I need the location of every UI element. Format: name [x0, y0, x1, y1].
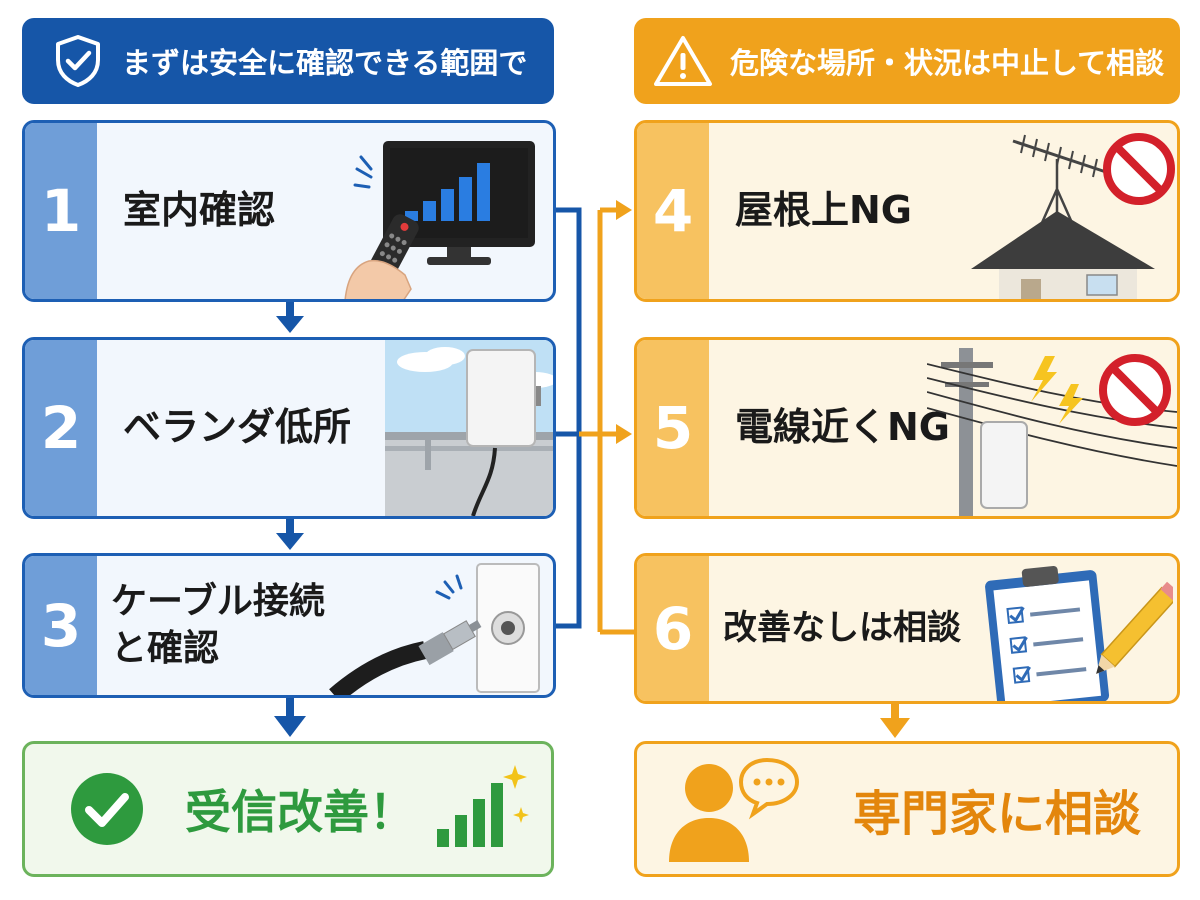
- step-number: 1: [25, 123, 97, 299]
- step-3-card: 3 ケーブル接続 と確認: [22, 553, 556, 698]
- warning-icon: [654, 36, 712, 86]
- step-label-line2: と確認: [111, 627, 220, 669]
- step-label: 電線近くNG: [735, 405, 950, 450]
- signal-bars-icon: [437, 765, 529, 847]
- step-number: 4: [637, 123, 709, 299]
- step-label: 屋根上NG: [735, 188, 912, 233]
- step-number: 3: [25, 556, 97, 695]
- result-text: 専門家に相談: [853, 786, 1142, 842]
- cable-outlet-illustration: [329, 563, 540, 695]
- prohibited-icon: [1099, 354, 1171, 426]
- step-label: 室内確認: [123, 188, 276, 233]
- balcony-antenna-illustration: [385, 340, 553, 516]
- checklist-illustration: [985, 565, 1173, 701]
- prohibited-icon: [1103, 133, 1175, 205]
- step-label-line1: ケーブル接続: [111, 580, 325, 622]
- step-4-card: 4 屋根上NG: [634, 120, 1180, 302]
- step-number: 2: [25, 340, 97, 516]
- roof-antenna-illustration: [971, 133, 1175, 299]
- person-chat-icon: [669, 757, 800, 862]
- step-number: 6: [637, 556, 709, 701]
- check-circle-icon: [71, 773, 143, 845]
- step-2-card: 2 ベランダ低所: [22, 337, 556, 519]
- danger-header-text: 危険な場所・状況は中止して相談: [730, 46, 1165, 80]
- danger-header: 危険な場所・状況は中止して相談: [634, 18, 1180, 104]
- consult-expert-result: 専門家に相談: [634, 741, 1180, 877]
- step-label: ベランダ低所: [123, 405, 352, 450]
- result-text: 受信改善！: [185, 785, 415, 839]
- tv-remote-illustration: [344, 141, 535, 299]
- safe-range-header: まずは安全に確認できる範囲で: [22, 18, 554, 104]
- step-number: 5: [637, 340, 709, 516]
- step-5-card: 5 電線近くNG: [634, 337, 1180, 519]
- step-6-card: 6 改善なしは相談: [634, 553, 1180, 704]
- power-line-illustration: [927, 348, 1177, 516]
- reception-improved-result: 受信改善！: [22, 741, 554, 877]
- step-label: 改善なしは相談: [723, 608, 961, 649]
- step-1-card: 1 室内確認: [22, 120, 556, 302]
- shield-check-icon: [56, 35, 100, 87]
- safe-range-header-text: まずは安全に確認できる範囲で: [122, 46, 528, 80]
